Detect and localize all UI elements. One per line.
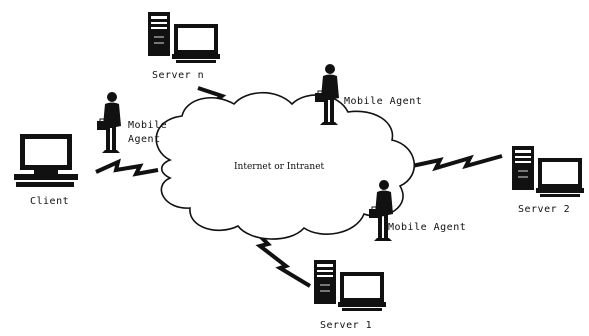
link-server-2-lightning-icon xyxy=(411,154,503,172)
client-label: Client xyxy=(30,196,70,207)
mobile-agent-left-icon xyxy=(96,91,122,154)
client-computer-icon xyxy=(14,134,78,187)
mobile-agent-top-label: Mobile Agent xyxy=(344,96,423,107)
server-n-computer-icon xyxy=(148,12,220,63)
link-client-lightning-icon xyxy=(95,158,159,177)
network-label: Internet or Intranet xyxy=(234,162,325,172)
mobile-agent-right-label: Mobile Agent xyxy=(388,222,467,233)
mobile-agent-left-label-line1: Mobile xyxy=(128,120,168,131)
link-server-1-lightning-icon xyxy=(248,224,312,288)
server-n-label: Server n xyxy=(152,70,205,81)
server-2-label: Server 2 xyxy=(518,204,571,215)
server-1-computer-icon xyxy=(314,260,386,311)
network-cloud-icon xyxy=(155,92,415,240)
server-2-computer-icon xyxy=(512,146,584,197)
server-1-label: Server 1 xyxy=(320,320,373,331)
mobile-agent-left-label-line2: Agent xyxy=(128,134,161,145)
